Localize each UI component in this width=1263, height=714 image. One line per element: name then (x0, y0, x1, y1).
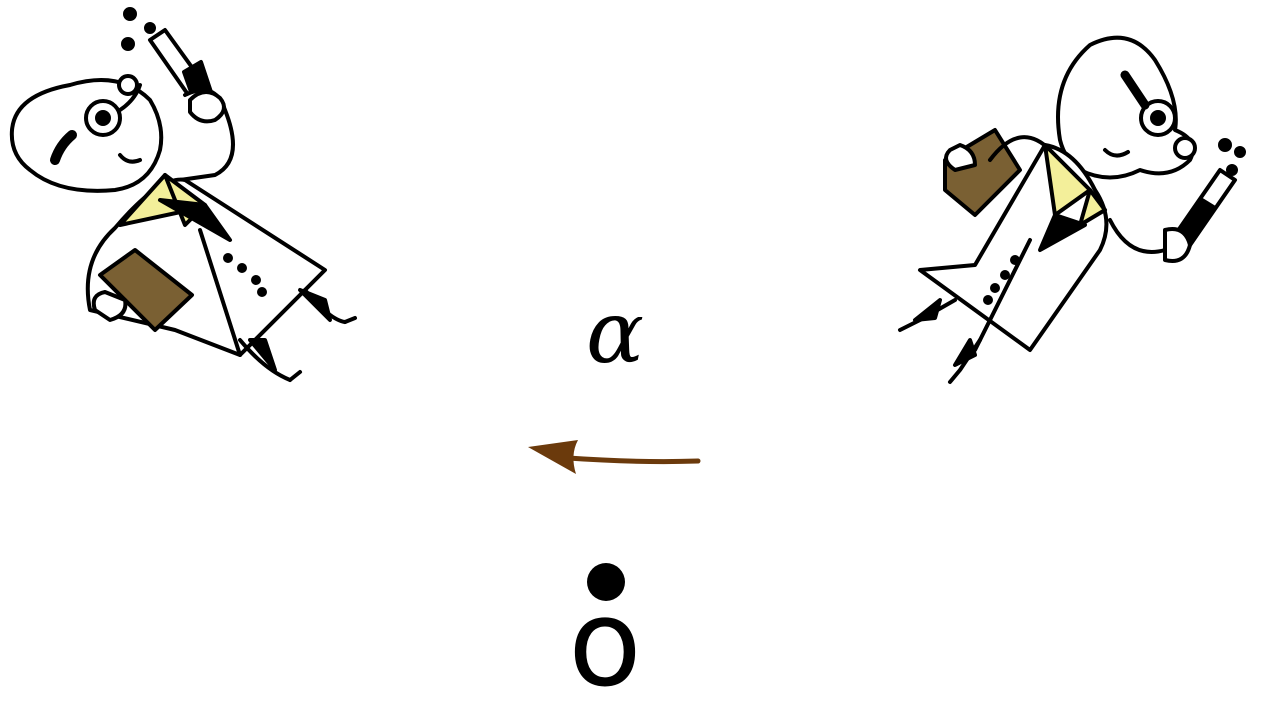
bubble-icon (1234, 146, 1246, 158)
dotted-o-symbol: o (545, 555, 665, 705)
bubble-icon (123, 7, 137, 21)
alpha-label: α (585, 283, 645, 383)
symbol-letter: o (568, 575, 642, 714)
bubble-icon (121, 37, 135, 51)
clipboard-icon (98, 248, 194, 332)
left-arrow-icon (528, 440, 701, 474)
scientist-right-icon (898, 35, 1246, 384)
bubble-icon (1226, 164, 1238, 176)
bubble-icon (1218, 138, 1232, 152)
scientist-left-icon (9, 7, 357, 382)
bubble-icon (144, 22, 156, 34)
dot-mark (587, 563, 625, 601)
